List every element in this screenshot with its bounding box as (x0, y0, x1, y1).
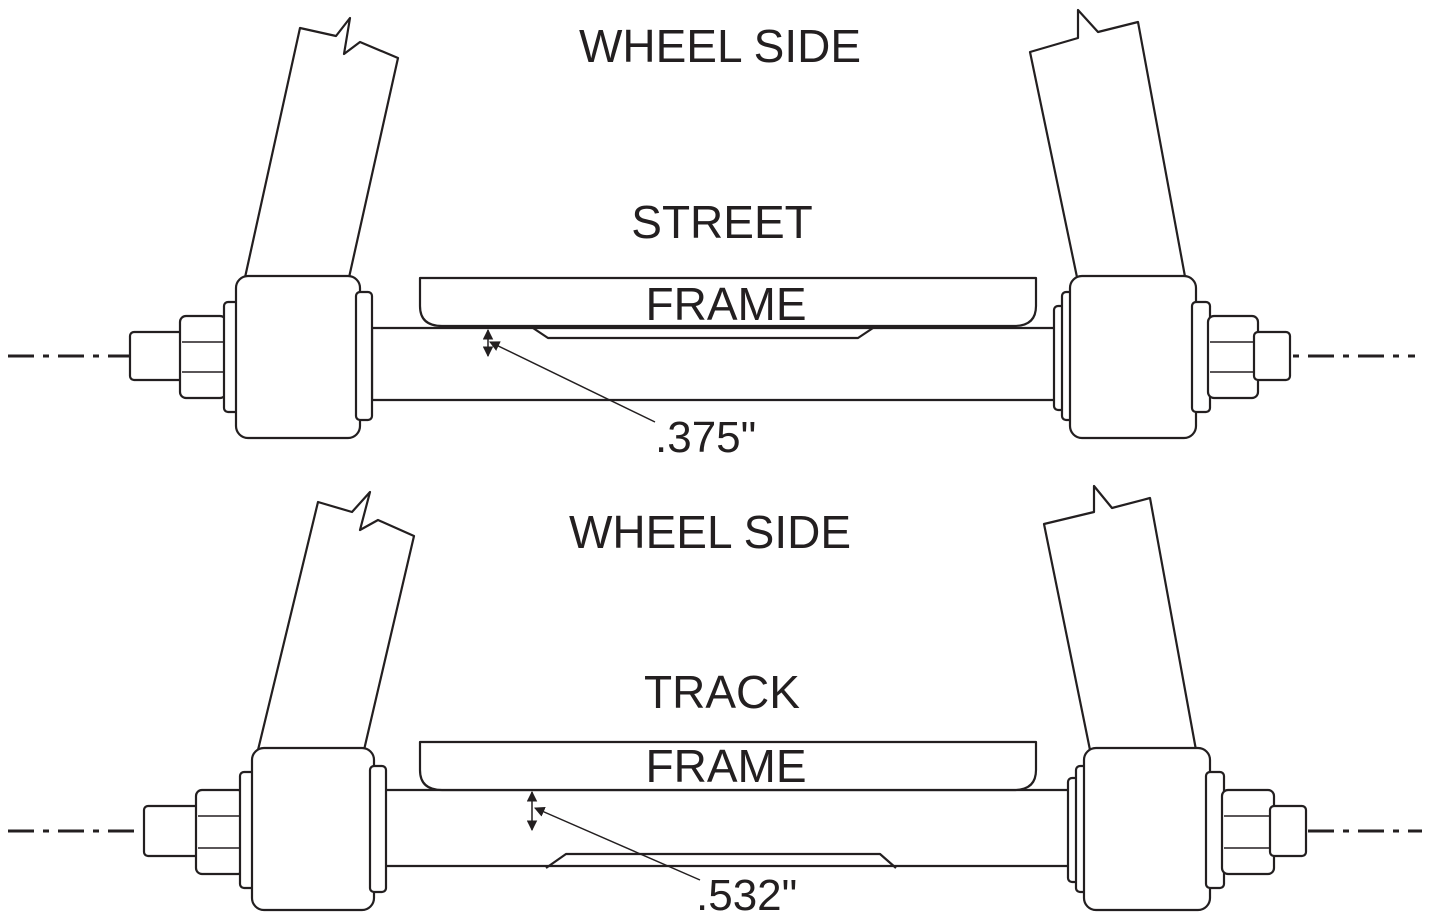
street-left-bushing (234, 274, 362, 440)
street-left-bolt-tip (128, 330, 188, 382)
track-left-bolt-tip (142, 804, 202, 858)
street-frame (418, 276, 1038, 328)
track-dimension-leader (534, 806, 701, 881)
street-left-bushing-flange (354, 290, 374, 422)
track-right-control-arm (1042, 484, 1198, 752)
track-frame-label: FRAME (646, 740, 807, 792)
street-shaft-neck (529, 325, 877, 340)
track-right-bushing (1082, 746, 1212, 912)
track-wheel-side-label: WHEEL SIDE (569, 506, 851, 558)
track-shaft-neck (545, 852, 897, 869)
street-right-control-arm (1028, 8, 1188, 284)
track-right-bolt-tip (1268, 804, 1308, 858)
street-right-bolt-tip (1252, 330, 1292, 382)
track-right-nut (1220, 788, 1276, 876)
track-mode-label: TRACK (644, 666, 800, 718)
track-left-nut (194, 788, 246, 876)
street-left-control-arm (242, 16, 400, 284)
track-dimension-label: .532" (696, 871, 797, 915)
track-assembly: WHEEL SIDE TRACK FRAME .532" (8, 484, 1422, 915)
street-assembly: WHEEL SIDE STREET FRAME .375" (8, 8, 1415, 462)
street-mode-label: STREET (631, 196, 812, 248)
track-left-control-arm (256, 490, 416, 752)
track-frame (418, 740, 1038, 792)
street-right-bushing (1068, 274, 1198, 440)
track-left-bushing (250, 746, 376, 912)
street-wheel-side-label: WHEEL SIDE (579, 20, 861, 72)
street-right-nut (1206, 314, 1260, 400)
track-left-bushing-flange (368, 764, 388, 894)
street-left-nut (178, 314, 228, 400)
street-dimension-label: .375" (655, 413, 756, 462)
street-dimension-leader (489, 341, 656, 423)
street-frame-label: FRAME (646, 278, 807, 330)
